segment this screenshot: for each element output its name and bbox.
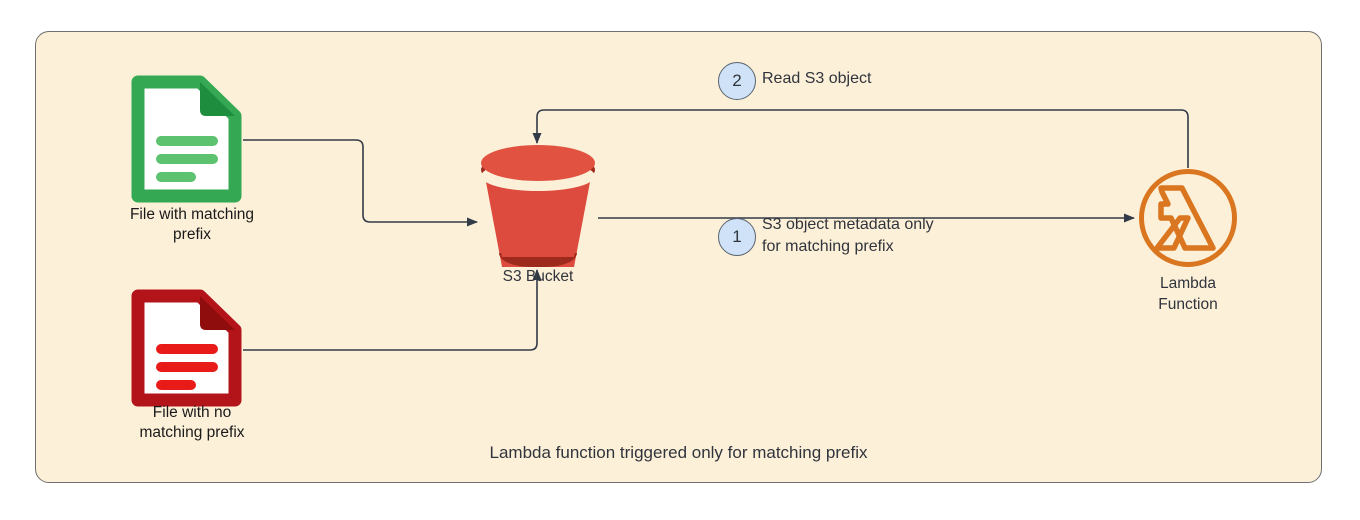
step-badge-1-number: 1 xyxy=(732,227,742,246)
node-s3-bucket[interactable] xyxy=(478,145,598,267)
label-file-with-matching-prefix: File with matching prefix xyxy=(129,206,255,243)
label-file-with-no-matching-prefix: File with no matching prefix xyxy=(139,404,245,441)
step-label-1: S3 object metadata only for matching pre… xyxy=(762,216,934,255)
lambda-icon xyxy=(1154,185,1216,251)
document-icon xyxy=(131,75,242,203)
s3-bucket-lid xyxy=(481,145,595,181)
label-lambda-function: Lambda Function xyxy=(1158,275,1218,313)
diagram-panel xyxy=(35,31,1322,483)
document-icon xyxy=(131,289,242,407)
step-badge-2: 2 xyxy=(718,62,756,100)
step-label-2: Read S3 object xyxy=(762,70,872,87)
node-lambda-function[interactable] xyxy=(1139,169,1237,267)
label-s3-bucket: S3 Bucket xyxy=(502,268,574,285)
step-badge-2-number: 2 xyxy=(732,71,742,90)
diagram-caption: Lambda function triggered only for match… xyxy=(489,443,868,462)
step-badge-1: 1 xyxy=(718,218,756,256)
